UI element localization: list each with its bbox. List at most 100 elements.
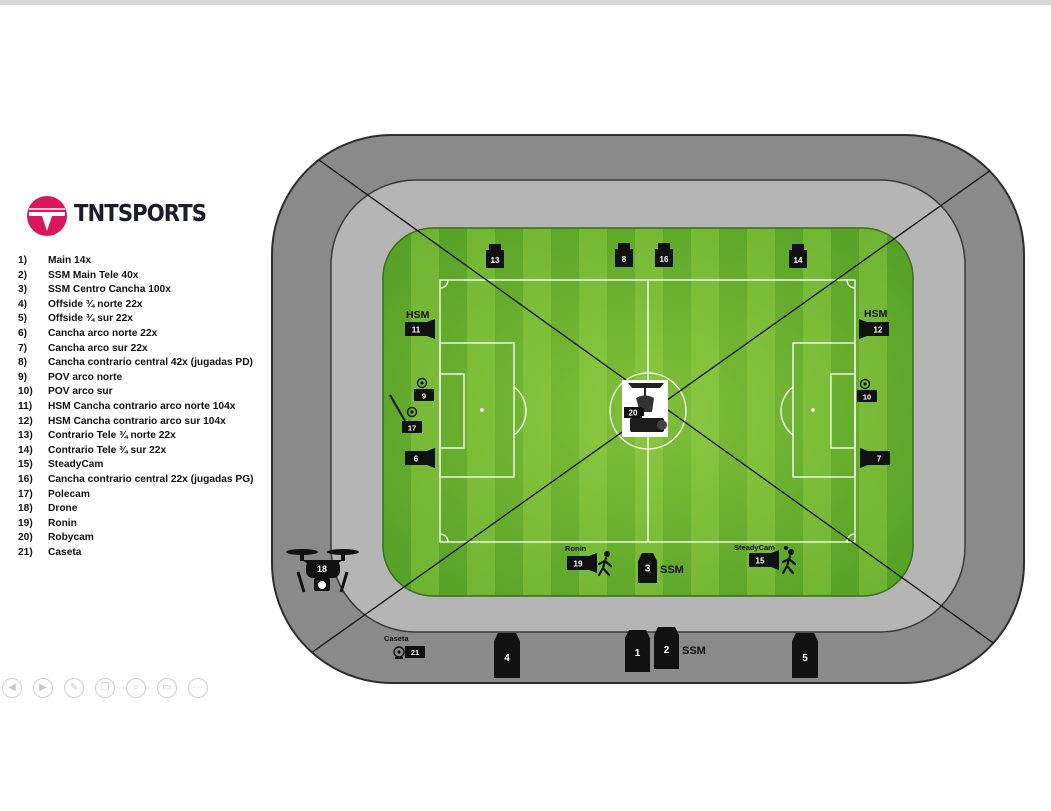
legend-item-number: 10) [18, 386, 33, 398]
legend-item: 11)HSM Cancha contrario arco norte 104x [18, 400, 280, 415]
camera-number: 21 [411, 648, 419, 657]
steadycam-label: SteadyCam [734, 543, 775, 552]
camera-number: 14 [794, 256, 803, 265]
legend-item-label: Ronin [48, 517, 77, 529]
legend-item: 12)HSM Cancha contrario arco sur 104x [18, 415, 280, 430]
legend-item: 4) Offside ¾ norte 22x [18, 298, 280, 313]
legend-item: 5)Offside ¾ sur 22x [18, 312, 280, 327]
legend-item-number: 20) [18, 532, 33, 544]
legend-item-label: Caseta [48, 546, 82, 558]
ronin-operator-icon [597, 551, 613, 577]
camera-number: 4 [504, 653, 510, 664]
camera-c14-icon: 14 [789, 244, 807, 268]
more-icon[interactable]: ⋯ [188, 678, 208, 698]
caseta-icon: 21 [393, 646, 425, 659]
legend-item-label: Cancha arco norte 22x [48, 327, 158, 339]
legend-item-number: 15) [18, 459, 33, 471]
camera-c8-icon: 8 [615, 243, 633, 267]
legend-item: 7)Cancha arco sur 22x [18, 342, 280, 357]
legend-item: 19)Ronin [18, 517, 280, 532]
camera-number: 8 [622, 255, 627, 264]
legend-item-label: Offside ¾ norte 22x [48, 298, 143, 310]
legend-item: 15) SteadyCam [18, 458, 280, 473]
camera-c6-icon: 6 [405, 448, 435, 468]
legend-item-number: 1) [18, 255, 28, 266]
camera-number: 20 [629, 409, 638, 418]
legend-item: 18) Drone [18, 502, 280, 517]
camera-number: 13 [491, 256, 500, 265]
legend-item-number: 3) [18, 284, 28, 296]
legend-item: 3)SSM Centro Cancha 100x [18, 283, 280, 298]
camera-c19-icon: 19 [567, 553, 597, 573]
camera-c12-icon: 12 [859, 319, 889, 339]
tntsports-logo-mark [27, 196, 67, 236]
tntsports-logo: TNTSPORTS TM [26, 195, 226, 239]
camera-c15-icon: 15 [749, 550, 779, 570]
legend-item-number: 13) [18, 430, 33, 442]
ssm-label: SSM [660, 564, 684, 576]
camera-c5-icon: 5 [792, 633, 818, 678]
camera-number: 2 [664, 645, 670, 656]
legend-item-label: Cancha contrario central 22x (jugadas PG… [48, 473, 254, 485]
camera-number: 19 [574, 560, 583, 569]
legend-item-label: Cancha contrario central 42x (jugadas PD… [48, 357, 253, 369]
hsm-label: HSM [864, 308, 888, 320]
back-icon[interactable]: ◀ [2, 678, 22, 698]
legend-item: 8) Cancha contrario central 42x (jugadas … [18, 356, 280, 371]
legend-item-label: Polecam [48, 488, 90, 500]
legend-item-number: 16) [18, 473, 33, 485]
camera-number: 10 [863, 393, 871, 402]
legend-item-label: Contrario Tele ¾ norte 22x [48, 430, 176, 442]
legend-item-label: Offside ¾ sur 22x [48, 313, 133, 325]
legend-item-label: Robycam [48, 532, 94, 544]
legend-item-number: 21) [18, 546, 33, 558]
legend-item-number: 18) [18, 503, 33, 515]
legend-item: 21) Caseta [18, 546, 280, 561]
subtitle-icon[interactable]: ▭ [157, 678, 177, 698]
camera-number: 16 [660, 255, 669, 264]
legend-item: 10) POV arco sur [18, 385, 280, 400]
legend-item-label: POV arco sur [48, 386, 113, 398]
camera-c20-icon: 20 [624, 407, 642, 418]
steadycam-operator-icon [781, 549, 797, 575]
legend-item-label: Contrario Tele ¾ sur 22x [48, 444, 167, 456]
legend-item-number: 9) [18, 371, 28, 383]
zoom-icon[interactable]: ⌕ [126, 678, 146, 698]
camera-c10-icon: 10 [857, 378, 877, 402]
hsm-label: HSM [406, 309, 430, 321]
legend-item-label: Main 14x [48, 255, 92, 266]
legend-item-label: Drone [48, 503, 78, 515]
camera-c7-icon: 7 [860, 448, 890, 468]
legend-item-label: SteadyCam [48, 459, 104, 471]
camera-number: 15 [756, 557, 765, 566]
camera-c3-icon: 3 [638, 553, 657, 583]
legend-item-label: SSM Main Tele 40x [48, 269, 139, 281]
legend-item: 9)POV arco norte [18, 371, 280, 386]
legend-item-number: 8) [18, 357, 28, 369]
drone-number: 18 [317, 564, 327, 574]
legend-item-number: 6) [18, 327, 28, 339]
drone-icon [286, 549, 359, 593]
legend-item: 1) Main 14x [18, 254, 280, 269]
legend-item-number: 4) [18, 298, 28, 310]
legend-item: 2)SSM Main Tele 40x [18, 269, 280, 284]
camera-number: 3 [645, 564, 651, 575]
ronin-label: Ronin [565, 544, 587, 553]
play-icon[interactable]: ▶ [33, 678, 53, 698]
top-bar [0, 0, 1051, 5]
pen-icon[interactable]: ✎ [64, 678, 84, 698]
copy-icon[interactable]: ❐ [95, 678, 115, 698]
camera-c16-icon: 16 [655, 243, 673, 267]
camera-number: 9 [422, 392, 426, 401]
camera-number: 5 [802, 653, 808, 664]
ssm-label: SSM [682, 645, 706, 657]
legend-item: 14)Contrario Tele ¾ sur 22x [18, 444, 280, 459]
legend-item: 20) Robycam [18, 531, 280, 546]
legend-item-label: Cancha arco sur 22x [48, 342, 148, 354]
camera-c1-icon: 1 [625, 630, 650, 672]
camera-c2-icon: 2 [654, 627, 679, 669]
logo-wordmark: TNTSPORTS [74, 201, 207, 227]
